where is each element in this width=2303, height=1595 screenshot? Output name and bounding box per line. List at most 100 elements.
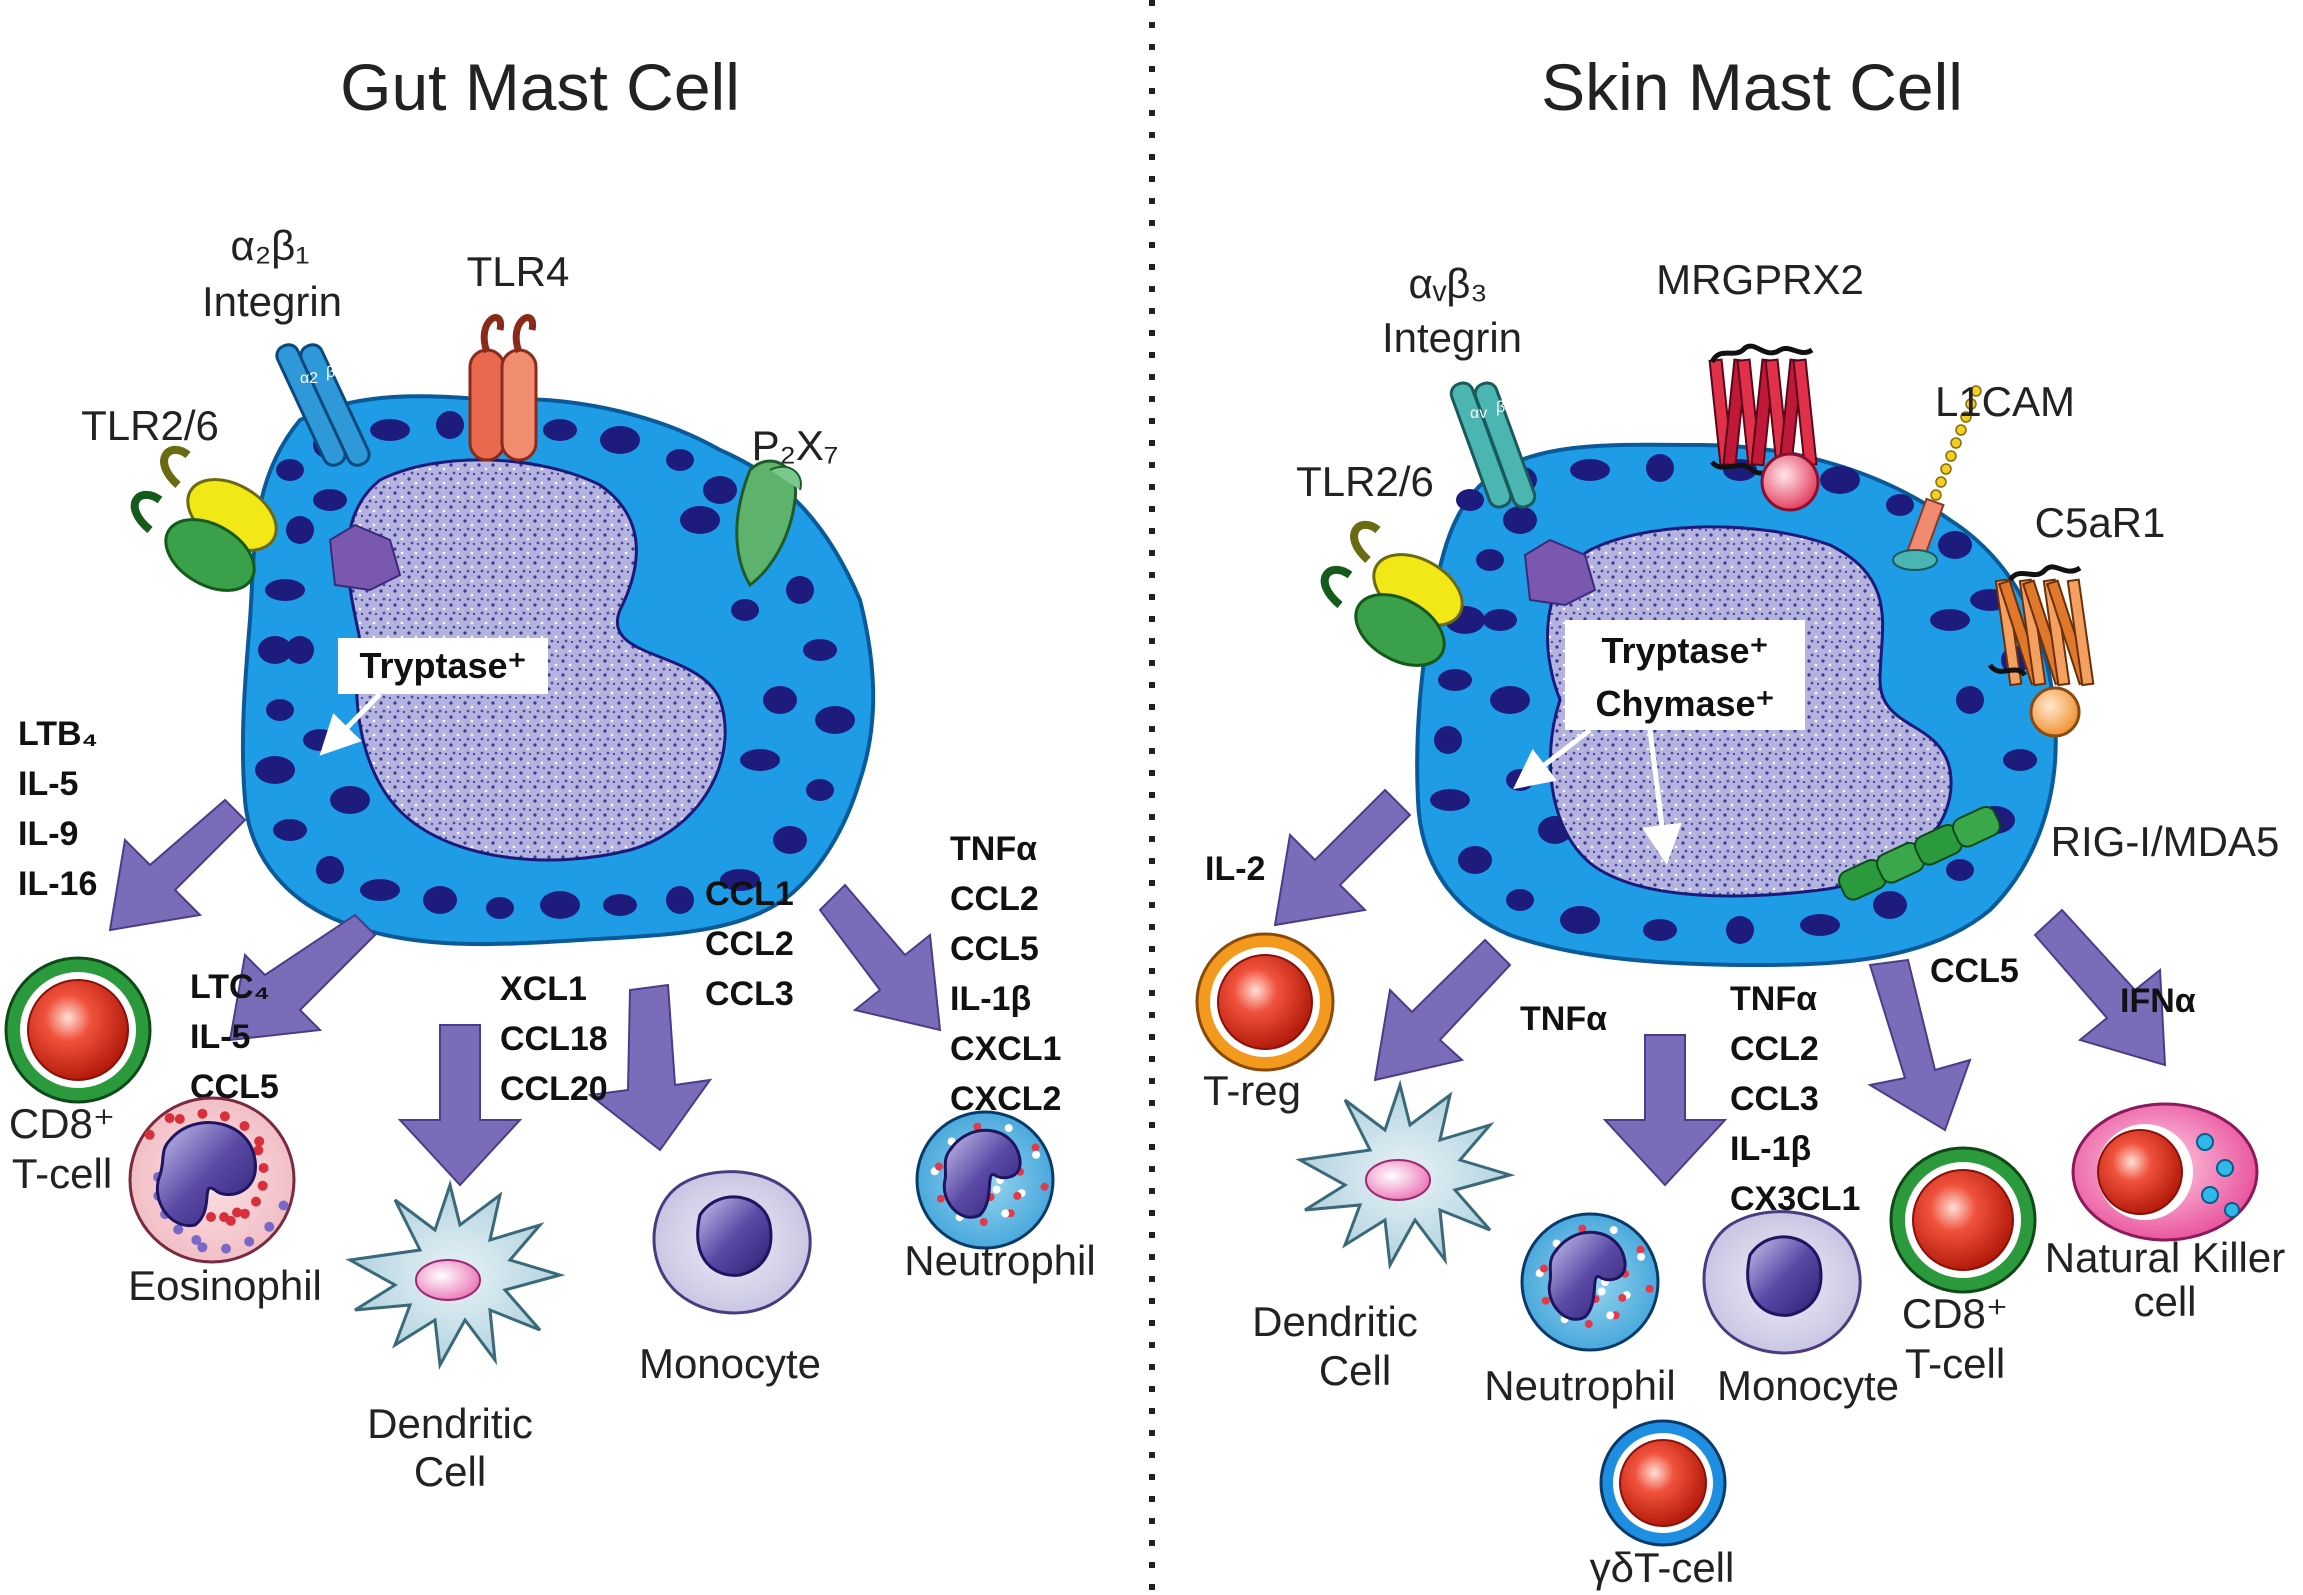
gut-tlr4-label: TLR4 bbox=[467, 248, 570, 295]
gut-cyto-cd8-3: IL-16 bbox=[18, 865, 97, 903]
gut-integrin-label: Integrin bbox=[202, 278, 342, 325]
skin-c5ar1-label: C5aR1 bbox=[2035, 499, 2166, 546]
skin-chymase-label: Chymase⁺ bbox=[1595, 683, 1774, 724]
gut-eosinophil bbox=[128, 1096, 296, 1264]
skin-monocyte-label: Monocyte bbox=[1717, 1362, 1899, 1409]
l1cam-beads bbox=[1930, 385, 1982, 501]
gut-cyto-dc-0: XCL1 bbox=[500, 970, 587, 1008]
gut-neutrophil-label: Neutrophil bbox=[904, 1237, 1095, 1284]
skin-treg-label: T-reg bbox=[1203, 1067, 1301, 1114]
skin-c5ar1-receptor bbox=[1987, 564, 2095, 738]
gut-mast-cell-title: Gut Mast Cell bbox=[340, 50, 740, 124]
skin-neutrophil-label: Neutrophil bbox=[1484, 1362, 1675, 1409]
skin-monocyte bbox=[1702, 1210, 1862, 1355]
gut-cd8-tcell bbox=[4, 956, 152, 1104]
skin-neutrophil bbox=[1520, 1212, 1660, 1352]
c5ar1-helices bbox=[1987, 564, 2095, 687]
skin-arrow-gd bbox=[1602, 1034, 1728, 1187]
skin-gd-tcell bbox=[1599, 1419, 1727, 1547]
gut-integrin-receptor: α2 β1 bbox=[275, 343, 371, 467]
skin-mast-cell-title: Skin Mast Cell bbox=[1541, 50, 1963, 124]
gut-integrin-chain-a: α2 bbox=[300, 370, 318, 387]
gut-cyto-cd8-1: IL-5 bbox=[18, 765, 78, 803]
gut-tlr26-label: TLR2/6 bbox=[81, 402, 219, 449]
skin-arrow-cd8 bbox=[1867, 958, 1972, 1132]
gut-cyto-dc-1: CCL18 bbox=[500, 1020, 608, 1058]
gut-cyto-dc-2: CCL20 bbox=[500, 1070, 608, 1108]
skin-dc-label-0: Dendritic bbox=[1252, 1298, 1418, 1345]
skin-cyto-gd-3: IL-1β bbox=[1730, 1130, 1811, 1168]
gut-monocyte-label: Monocyte bbox=[639, 1340, 821, 1387]
skin-integrin-chain-a: αv bbox=[1470, 405, 1487, 422]
gut-cyto-eos-1: IL-5 bbox=[190, 1018, 250, 1056]
gut-cyto-cd8-0: LTB₄ bbox=[18, 715, 98, 753]
gut-p2x7-receptor bbox=[735, 459, 802, 588]
gut-cyto-mono-0: CCL1 bbox=[705, 875, 794, 913]
skin-rigi-label: RIG-I/MDA5 bbox=[2051, 818, 2280, 865]
skin-l1cam-receptor bbox=[1892, 385, 1982, 571]
gut-arrow-neut bbox=[818, 883, 942, 1032]
skin-mrgprx2-receptor bbox=[1708, 343, 1820, 512]
gut-integrin-chain-b: β1 bbox=[326, 364, 344, 381]
gut-cyto-neut-1: CCL2 bbox=[950, 880, 1039, 918]
skin-cd8-label-0: CD8⁺ bbox=[1902, 1290, 2008, 1337]
gut-cyto-neut-3: IL-1β bbox=[950, 980, 1031, 1018]
gut-tlr26-receptor bbox=[130, 445, 278, 592]
gut-arrow-eos bbox=[228, 913, 377, 1042]
gut-cyto-mono-1: CCL2 bbox=[705, 925, 794, 963]
skin-rigi-mda5 bbox=[1838, 805, 2001, 901]
gut-monocyte bbox=[652, 1170, 812, 1315]
skin-nk-label-1: cell bbox=[2133, 1278, 2196, 1325]
skin-integrin-label: Integrin bbox=[1382, 314, 1522, 361]
skin-mrgprx2-label: MRGPRX2 bbox=[1656, 256, 1864, 303]
skin-cyto-nk-0: IFNα bbox=[2120, 982, 2196, 1020]
gut-cd8-label-0: CD8⁺ bbox=[9, 1100, 115, 1147]
gut-tlr4-receptor bbox=[468, 314, 538, 462]
skin-gd-label: γδT-cell bbox=[1590, 1544, 1735, 1591]
skin-arrow-treg bbox=[1273, 788, 1412, 927]
skin-dc-label-1: Cell bbox=[1319, 1347, 1391, 1394]
skin-l1cam-label: L1CAM bbox=[1935, 378, 2075, 425]
gut-arrow-dc bbox=[397, 1024, 523, 1187]
skin-integrin-greek-label: αᵥβ₃ bbox=[1408, 260, 1487, 307]
skin-cyto-dc-0: TNFα bbox=[1520, 1000, 1607, 1038]
skin-arrows bbox=[1273, 788, 2167, 1187]
skin-tryptase-pointer bbox=[1513, 728, 1592, 790]
gut-tryptase-label: Tryptase⁺ bbox=[359, 645, 526, 686]
gut-neutrophil bbox=[915, 1110, 1055, 1250]
gut-dendritic-cell bbox=[345, 1179, 566, 1370]
skin-cd8-tcell bbox=[1889, 1146, 2037, 1294]
skin-tlr26-receptor bbox=[1320, 520, 1464, 667]
gut-cyto-cd8-2: IL-9 bbox=[18, 815, 78, 853]
gut-cd8-label-1: T-cell bbox=[12, 1150, 112, 1197]
gut-eosinophil-label: Eosinophil bbox=[128, 1262, 322, 1309]
skin-cytokine-lists: IL-2 TNFα TNFα CCL2 CCL3 IL-1β CX3CL1 CC… bbox=[1205, 850, 2196, 1218]
skin-arrow-nk bbox=[2033, 908, 2167, 1067]
gut-cyto-neut-5: CXCL2 bbox=[950, 1080, 1061, 1118]
gut-cyto-neut-0: TNFα bbox=[950, 830, 1037, 868]
skin-cyto-gd-0: TNFα bbox=[1730, 980, 1817, 1018]
gut-arrows bbox=[108, 798, 942, 1187]
skin-dendritic-cell bbox=[1295, 1079, 1516, 1270]
gut-dc-label-0: Dendritic bbox=[367, 1400, 533, 1447]
skin-tryptase-label: Tryptase⁺ bbox=[1601, 630, 1768, 671]
skin-chymase-pointer bbox=[1642, 729, 1682, 865]
skin-arrow-dc bbox=[1373, 938, 1512, 1082]
gut-cyto-mono-2: CCL3 bbox=[705, 975, 794, 1013]
gut-mast-cell-body bbox=[240, 394, 876, 947]
skin-nk-label-0: Natural Killer bbox=[2045, 1234, 2285, 1281]
gut-arrow-mono bbox=[587, 983, 713, 1152]
skin-integrin-chain-b: β3 bbox=[1496, 399, 1514, 416]
gut-tryptase-pointer bbox=[319, 692, 382, 756]
gut-p2x7-label: P₂X₇ bbox=[752, 422, 839, 469]
gut-cyto-neut-2: CCL5 bbox=[950, 930, 1039, 968]
skin-granule-box bbox=[1565, 620, 1805, 730]
skin-integrin-receptor: αv β3 bbox=[1449, 381, 1537, 509]
gut-cyto-eos-0: LTC₄ bbox=[190, 968, 270, 1006]
gut-tryptase-box bbox=[338, 638, 548, 694]
mrgprx2-helices bbox=[1708, 343, 1818, 476]
skin-cyto-gd-1: CCL2 bbox=[1730, 1030, 1819, 1068]
skin-cyto-treg-0: IL-2 bbox=[1205, 850, 1265, 888]
